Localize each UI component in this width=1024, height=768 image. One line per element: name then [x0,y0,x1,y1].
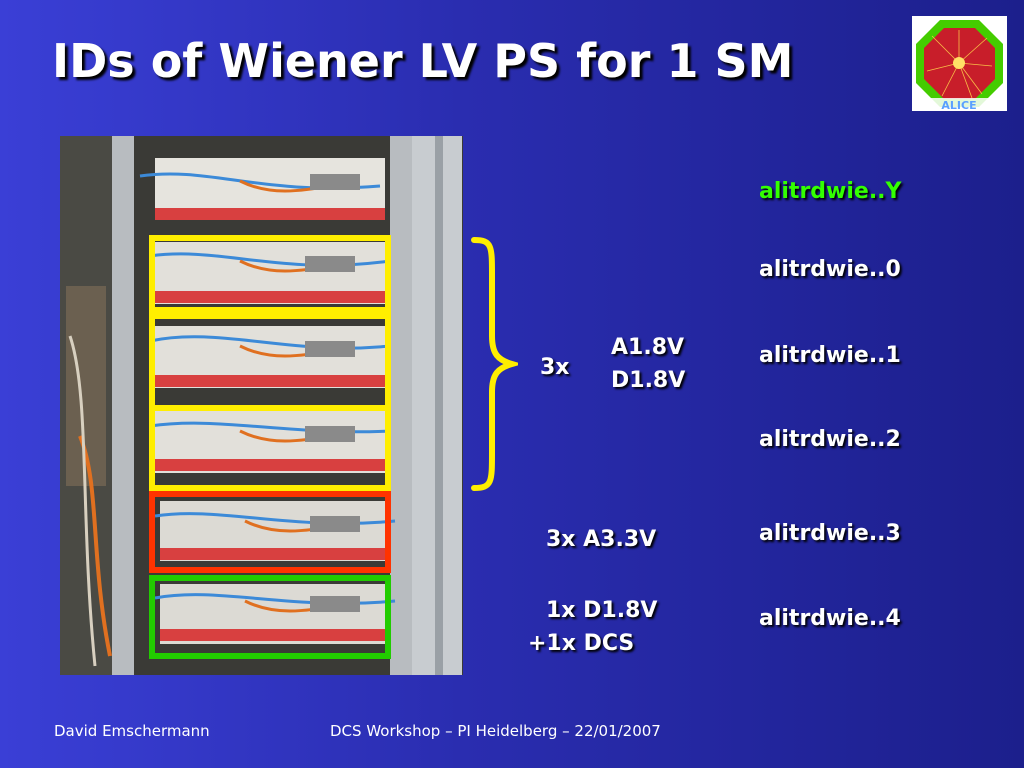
frame-unit-4 [149,575,391,659]
device-id-0: alitrdwie..0 [759,257,901,282]
device-id-2: alitrdwie..2 [759,427,901,452]
alice-logo: ALICE [912,16,1007,112]
unit-d18-label: 1x D1.8V [546,598,658,623]
alice-octagon-logo-icon: ALICE [912,16,1007,112]
group-multiplier: 3x [540,355,570,380]
device-id-y: alitrdwie..Y [759,179,902,204]
slide-title: IDs of Wiener LV PS for 1 SM [52,34,794,88]
frame-unit-0 [149,235,391,313]
footer-author: David Emschermann [54,722,210,740]
frame-unit-2 [149,405,391,491]
device-id-4: alitrdwie..4 [759,606,901,631]
group-voltage-d18: D1.8V [611,368,686,393]
group-voltage-a18: A1.8V [611,335,685,360]
unit-dcs-label: +1x DCS [528,631,635,656]
rack-photo [60,136,463,675]
frame-unit-3 [149,491,391,573]
device-id-1: alitrdwie..1 [759,343,901,368]
curly-brace-icon [471,237,518,491]
device-id-3: alitrdwie..3 [759,521,901,546]
footer-event: DCS Workshop – PI Heidelberg – 22/01/200… [330,722,661,740]
unit-a33-label: 3x A3.3V [546,527,657,552]
logo-text: ALICE [941,99,976,111]
